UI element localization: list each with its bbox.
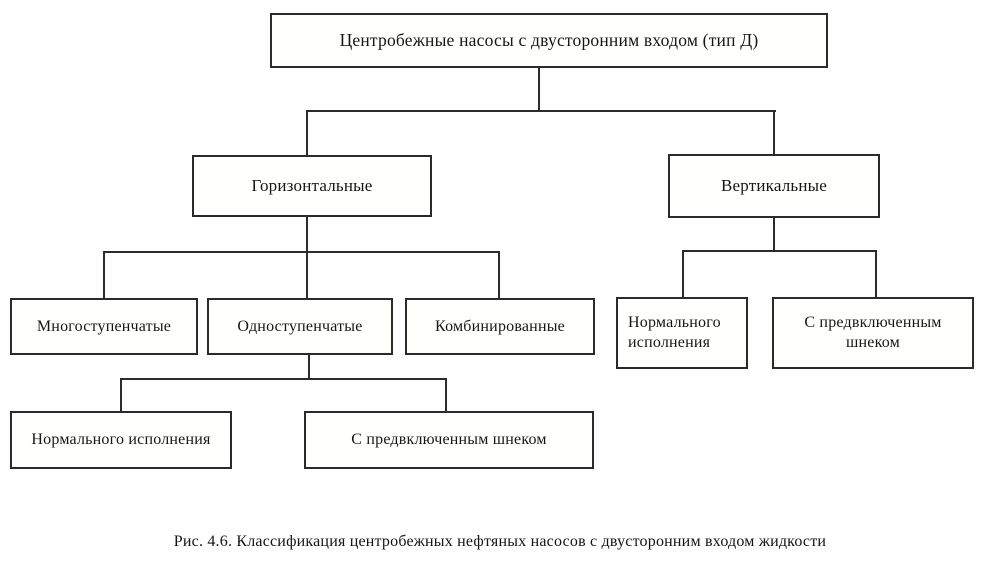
node-multistage: Многоступенчатые: [10, 298, 198, 355]
node-single-stage-inducer-screw: С предвключенным шнеком: [304, 411, 594, 469]
connector-root-stem: [538, 68, 540, 112]
connector-drop-multistage: [103, 251, 105, 298]
connector-drop-single-screw: [445, 378, 447, 411]
connector-drop-vert-normal: [682, 250, 684, 297]
connector-drop-vertical: [773, 110, 775, 155]
connector-drop-horizontal: [306, 110, 308, 156]
node-vertical-normal-design: Нормального исполнения: [616, 297, 748, 369]
connector-vertical-stem: [773, 218, 775, 252]
node-root-pumps-type-d: Центробежные насосы с двусторонним входо…: [270, 13, 828, 68]
connector-single-stage-stem: [308, 355, 310, 380]
connector-drop-combined: [498, 251, 500, 298]
node-horizontal: Горизонтальные: [192, 155, 432, 217]
connector-single-stage-rail: [120, 378, 447, 380]
node-single-stage: Одноступенчатые: [207, 298, 393, 355]
figure-caption: Рис. 4.6. Классификация центробежных неф…: [173, 533, 827, 550]
node-vertical: Вертикальные: [668, 154, 880, 218]
node-single-stage-normal-design: Нормального исполнения: [10, 411, 232, 469]
node-combined: Комбинированные: [405, 298, 595, 355]
node-vertical-inducer-screw: С предвключенным шнеком: [772, 297, 974, 369]
connector-level1-rail: [306, 110, 776, 112]
connector-horizontal-rail: [103, 251, 500, 253]
connector-vertical-rail: [682, 250, 877, 252]
connector-drop-vert-screw: [875, 250, 877, 297]
connector-drop-single-normal: [120, 378, 122, 411]
connector-horizontal-stem: [306, 217, 308, 299]
